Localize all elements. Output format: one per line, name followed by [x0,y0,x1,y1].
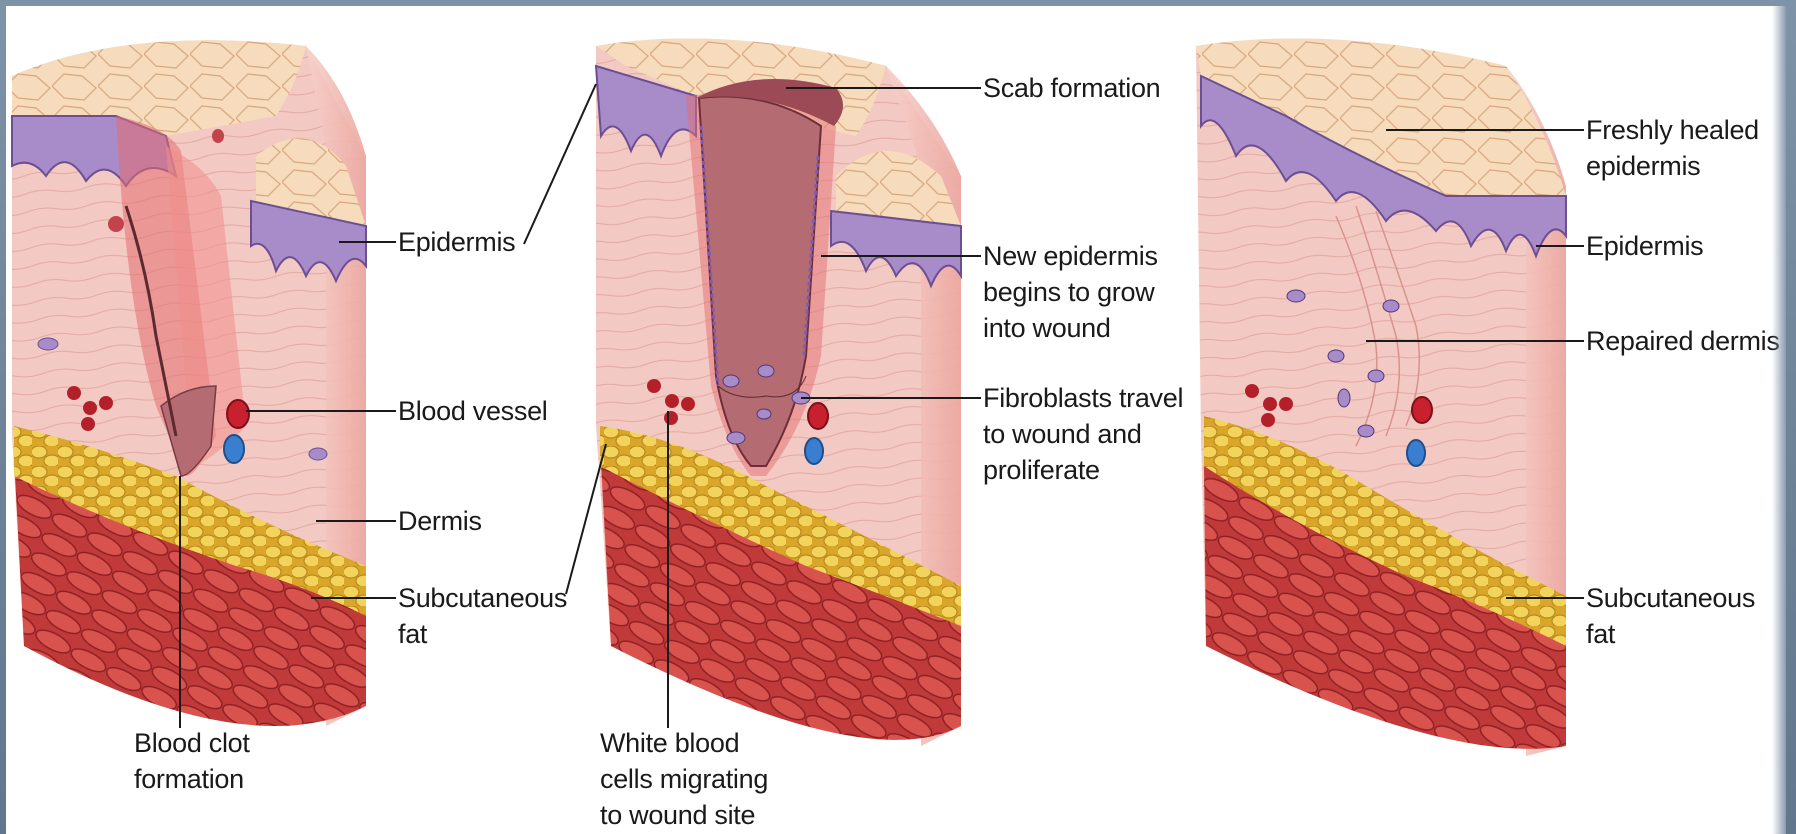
panel-wound-stage-3 [1196,38,1566,756]
label-subcutaneous-fat-3: Subcutaneous fat [1586,580,1786,652]
label-blood-clot: Blood clot formation [134,725,250,797]
label-dermis: Dermis [398,503,482,539]
label-subcutaneous-fat-1: Subcutaneous fat [398,580,567,652]
label-freshly-healed: Freshly healed epidermis [1586,112,1759,184]
label-new-epidermis: New epidermis begins to grow into wound [983,238,1158,346]
label-blood-vessel: Blood vessel [398,393,548,429]
wound-healing-illustration [6,6,1786,834]
label-scab: Scab formation [983,70,1160,106]
label-white-blood-cells: White blood cells migrating to wound sit… [600,725,768,833]
panel-wound-stage-2 [596,38,961,746]
label-fibroblasts: Fibroblasts travel to wound and prolifer… [983,380,1183,488]
panel-wound-stage-1 [12,40,366,726]
label-repaired-dermis: Repaired dermis [1586,323,1780,359]
label-epidermis-3: Epidermis [1586,228,1703,264]
diagram-frame: Epidermis Blood vessel Dermis Subcutaneo… [6,6,1786,834]
label-epidermis-1: Epidermis [398,224,515,260]
